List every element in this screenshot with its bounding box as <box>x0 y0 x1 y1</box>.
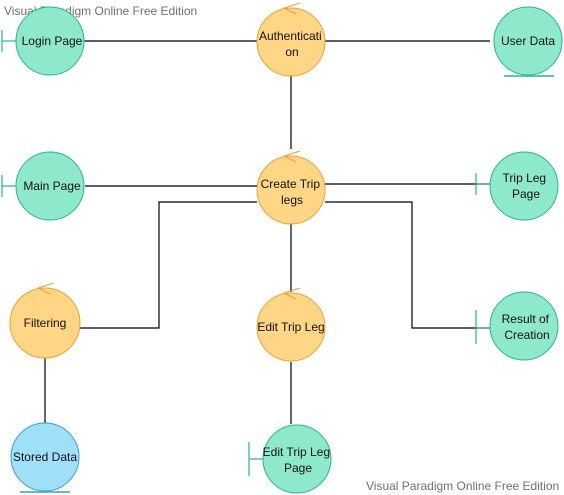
result-of-creation-boundary[interactable]: Result of Creation <box>475 291 559 361</box>
node-label-line1: Create Trip <box>261 177 321 191</box>
control-shape <box>256 292 326 362</box>
trip-leg-page-boundary[interactable]: Trip Leg Page <box>475 151 559 221</box>
edge-create-result <box>325 201 490 329</box>
svg-text:User Data: User Data <box>501 34 555 48</box>
svg-text:Create Trip legs: Create Trip legs <box>261 177 324 207</box>
boundary-shape <box>15 6 85 76</box>
entity-shape <box>10 422 80 492</box>
node-label-line2: Page <box>512 187 540 201</box>
boundary-shape <box>489 291 559 361</box>
control-shape <box>256 155 326 225</box>
svg-text:Edit Trip Leg Page: Edit Trip Leg Page <box>263 445 334 475</box>
control-arrow <box>283 2 301 15</box>
node-label-line2: legs <box>281 193 303 207</box>
svg-text:Login Page: Login Page <box>22 34 83 48</box>
node-label: Edit Trip Leg <box>257 320 324 334</box>
node-label: Filtering <box>24 316 67 330</box>
boundary-shape <box>15 151 85 221</box>
user-data-entity[interactable]: User Data <box>493 6 563 77</box>
node-label-line2: on <box>285 45 298 59</box>
login-page-boundary[interactable]: Login Page <box>1 6 85 76</box>
entity-shape <box>493 6 563 76</box>
svg-text:Main Page: Main Page <box>23 179 81 193</box>
create-trip-legs-control[interactable]: Create Trip legs <box>256 150 326 225</box>
boundary-shape <box>489 151 559 221</box>
control-shape <box>9 287 81 359</box>
svg-text:Edit Trip Leg: Edit Trip Leg <box>257 320 324 334</box>
edge-create-filtering <box>80 201 257 329</box>
svg-text:Trip Leg Page: Trip Leg Page <box>503 171 550 201</box>
node-label-line1: Edit Trip Leg <box>263 445 330 459</box>
control-arrow <box>37 282 55 295</box>
connectors <box>44 40 490 424</box>
node-label-line2: Page <box>284 461 312 475</box>
node-label-line2: Creation <box>504 328 549 342</box>
node-label-line1: Authenticati <box>259 29 322 43</box>
stored-data-entity[interactable]: Stored Data <box>10 422 80 493</box>
node-label-line1: Trip Leg <box>503 171 547 185</box>
svg-text:Stored Data: Stored Data <box>13 450 77 464</box>
node-label: User Data <box>501 34 555 48</box>
svg-text:Filtering: Filtering <box>24 316 67 330</box>
edit-trip-leg-control[interactable]: Edit Trip Leg <box>256 287 326 362</box>
control-shape <box>256 7 326 77</box>
node-label: Stored Data <box>13 450 77 464</box>
watermark-bottom: Visual Paradigm Online Free Edition <box>366 479 560 493</box>
node-label: Main Page <box>23 179 81 193</box>
control-arrow <box>283 287 301 300</box>
svg-text:Result of Creation: Result of Creation <box>502 312 553 342</box>
control-arrow <box>283 150 301 163</box>
edit-trip-leg-page-boundary[interactable]: Edit Trip Leg Page <box>248 424 334 494</box>
boundary-shape <box>262 424 332 494</box>
node-label: Login Page <box>22 34 83 48</box>
authentication-control[interactable]: Authenticati on <box>256 2 326 77</box>
svg-text:Authenticati on: Authenticati on <box>259 29 325 59</box>
node-label-line1: Result of <box>502 312 550 326</box>
filtering-control[interactable]: Filtering <box>9 282 81 359</box>
main-page-boundary[interactable]: Main Page <box>1 151 85 221</box>
